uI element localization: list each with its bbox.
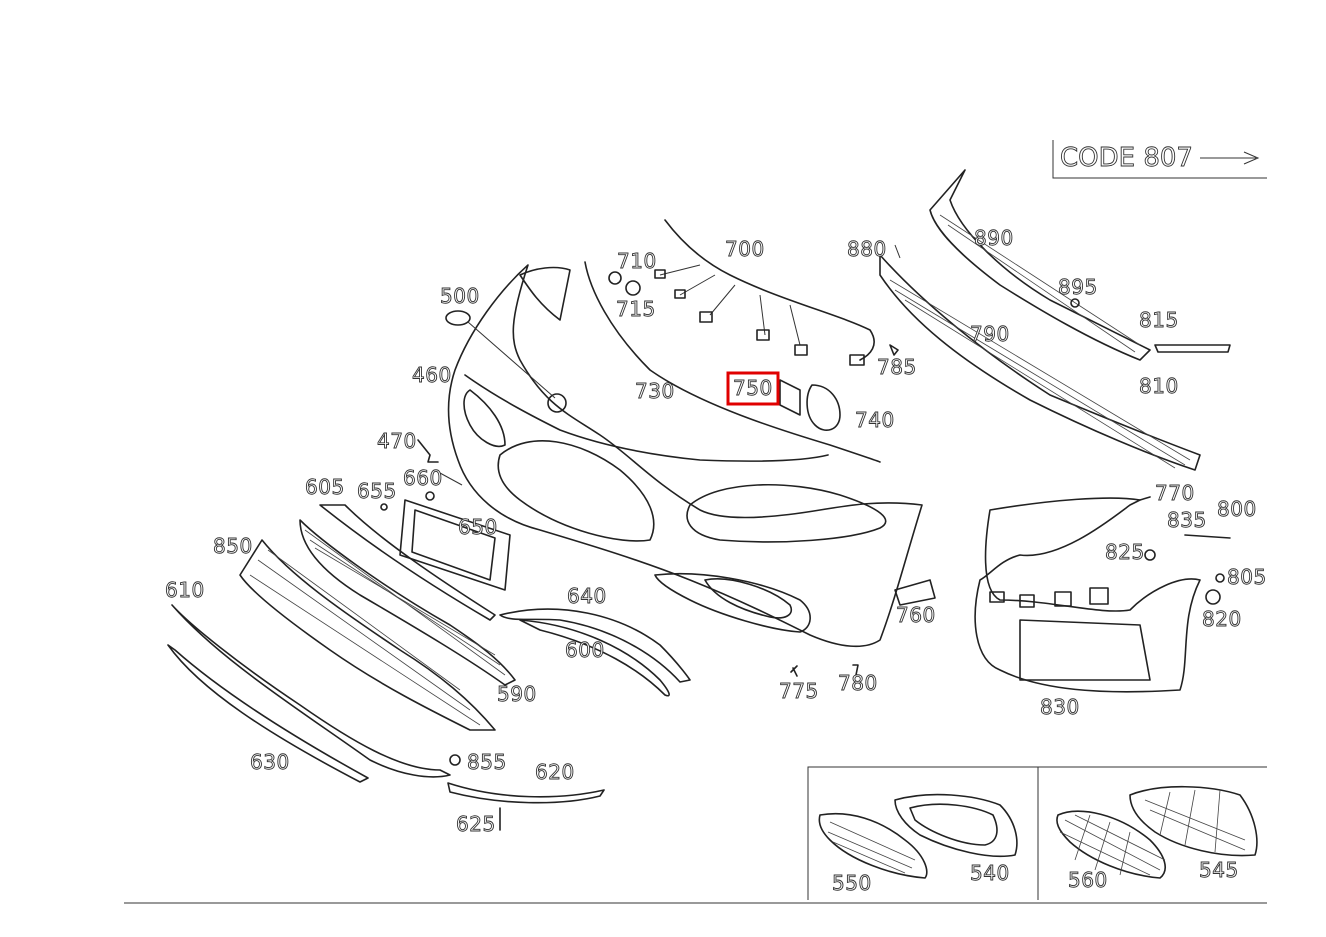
label-790[interactable]: 790 — [970, 322, 1010, 347]
label-895[interactable]: 895 — [1058, 275, 1098, 300]
label-760[interactable]: 760 — [896, 603, 936, 628]
label-850[interactable]: 850 — [213, 534, 253, 559]
leader-lines — [439, 244, 901, 486]
inset-panels — [124, 766, 1267, 904]
label-590[interactable]: 590 — [497, 682, 537, 707]
label-770[interactable]: 770 — [1155, 481, 1195, 506]
part-740-holder[interactable] — [806, 384, 841, 431]
label-630[interactable]: 630 — [250, 750, 290, 775]
part-640-600-strips[interactable] — [499, 608, 691, 697]
label-650[interactable]: 650 — [458, 515, 498, 540]
label-620[interactable]: 620 — [535, 760, 575, 785]
code-807-box: CODE 807 — [1052, 140, 1267, 179]
part-560-545-grilles[interactable] — [1056, 785, 1258, 879]
label-805[interactable]: 805 — [1227, 565, 1267, 590]
label-715[interactable]: 715 — [616, 297, 656, 322]
part-775-780-fasteners[interactable] — [790, 664, 859, 677]
label-500[interactable]: 500 — [440, 284, 480, 309]
label-830[interactable]: 830 — [1040, 695, 1080, 720]
label-810[interactable]: 810 — [1139, 374, 1179, 399]
part-470-clip[interactable] — [417, 439, 439, 463]
part-880-bar[interactable] — [879, 254, 1201, 471]
label-890[interactable]: 890 — [974, 226, 1014, 251]
label-460[interactable]: 460 — [412, 363, 452, 388]
label-540[interactable]: 540 — [970, 861, 1010, 886]
part-770-800-835[interactable] — [1139, 496, 1231, 605]
label-470[interactable]: 470 — [377, 429, 417, 454]
code-label: CODE 807 — [1060, 143, 1193, 173]
label-775[interactable]: 775 — [779, 679, 819, 704]
part-730-cable[interactable] — [584, 261, 881, 463]
label-550[interactable]: 550 — [832, 871, 872, 896]
part-700-harness[interactable] — [654, 219, 875, 366]
label-640[interactable]: 640 — [567, 584, 607, 609]
label-825[interactable]: 825 — [1105, 540, 1145, 565]
part-710-715-sensors[interactable] — [608, 271, 641, 296]
label-610[interactable]: 610 — [165, 578, 205, 603]
label-815[interactable]: 815 — [1139, 308, 1179, 333]
part-550-540-trims[interactable] — [818, 793, 1018, 879]
part-785-screw[interactable] — [889, 344, 899, 356]
label-545[interactable]: 545 — [1199, 858, 1239, 883]
label-835[interactable]: 835 — [1167, 508, 1207, 533]
part-850-grille[interactable] — [239, 519, 516, 731]
part-650-plate-holder[interactable] — [380, 491, 511, 591]
label-700[interactable]: 700 — [725, 237, 765, 262]
label-880[interactable]: 880 — [847, 237, 887, 262]
label-660[interactable]: 660 — [403, 466, 443, 491]
part-605-strip[interactable] — [319, 504, 496, 621]
part-labels: 500 460 470 605 655 660 650 850 610 630 … — [165, 226, 1267, 896]
label-820[interactable]: 820 — [1202, 607, 1242, 632]
label-710[interactable]: 710 — [617, 249, 657, 274]
label-750[interactable]: 750 — [733, 376, 773, 401]
label-730[interactable]: 730 — [635, 379, 675, 404]
label-605[interactable]: 605 — [305, 475, 345, 500]
bumper-cover[interactable] — [447, 264, 923, 648]
label-655[interactable]: 655 — [357, 479, 397, 504]
part-500-emblem[interactable] — [445, 310, 556, 399]
label-855[interactable]: 855 — [467, 750, 507, 775]
label-600[interactable]: 600 — [565, 638, 605, 663]
part-750-bracket[interactable] — [779, 379, 801, 416]
part-760-cover[interactable] — [894, 579, 936, 606]
part-815-810-895[interactable] — [1070, 298, 1231, 353]
part-620-trim[interactable] — [447, 754, 605, 831]
label-780[interactable]: 780 — [838, 671, 878, 696]
part-630-lip[interactable] — [167, 604, 451, 783]
label-785[interactable]: 785 — [877, 355, 917, 380]
part-890-bar[interactable] — [929, 169, 1151, 361]
part-830-carrier[interactable] — [974, 497, 1201, 693]
label-800[interactable]: 800 — [1217, 497, 1257, 522]
label-625[interactable]: 625 — [456, 812, 496, 837]
label-740[interactable]: 740 — [855, 408, 895, 433]
label-560[interactable]: 560 — [1068, 868, 1108, 893]
highlight-box-750 — [726, 371, 780, 406]
